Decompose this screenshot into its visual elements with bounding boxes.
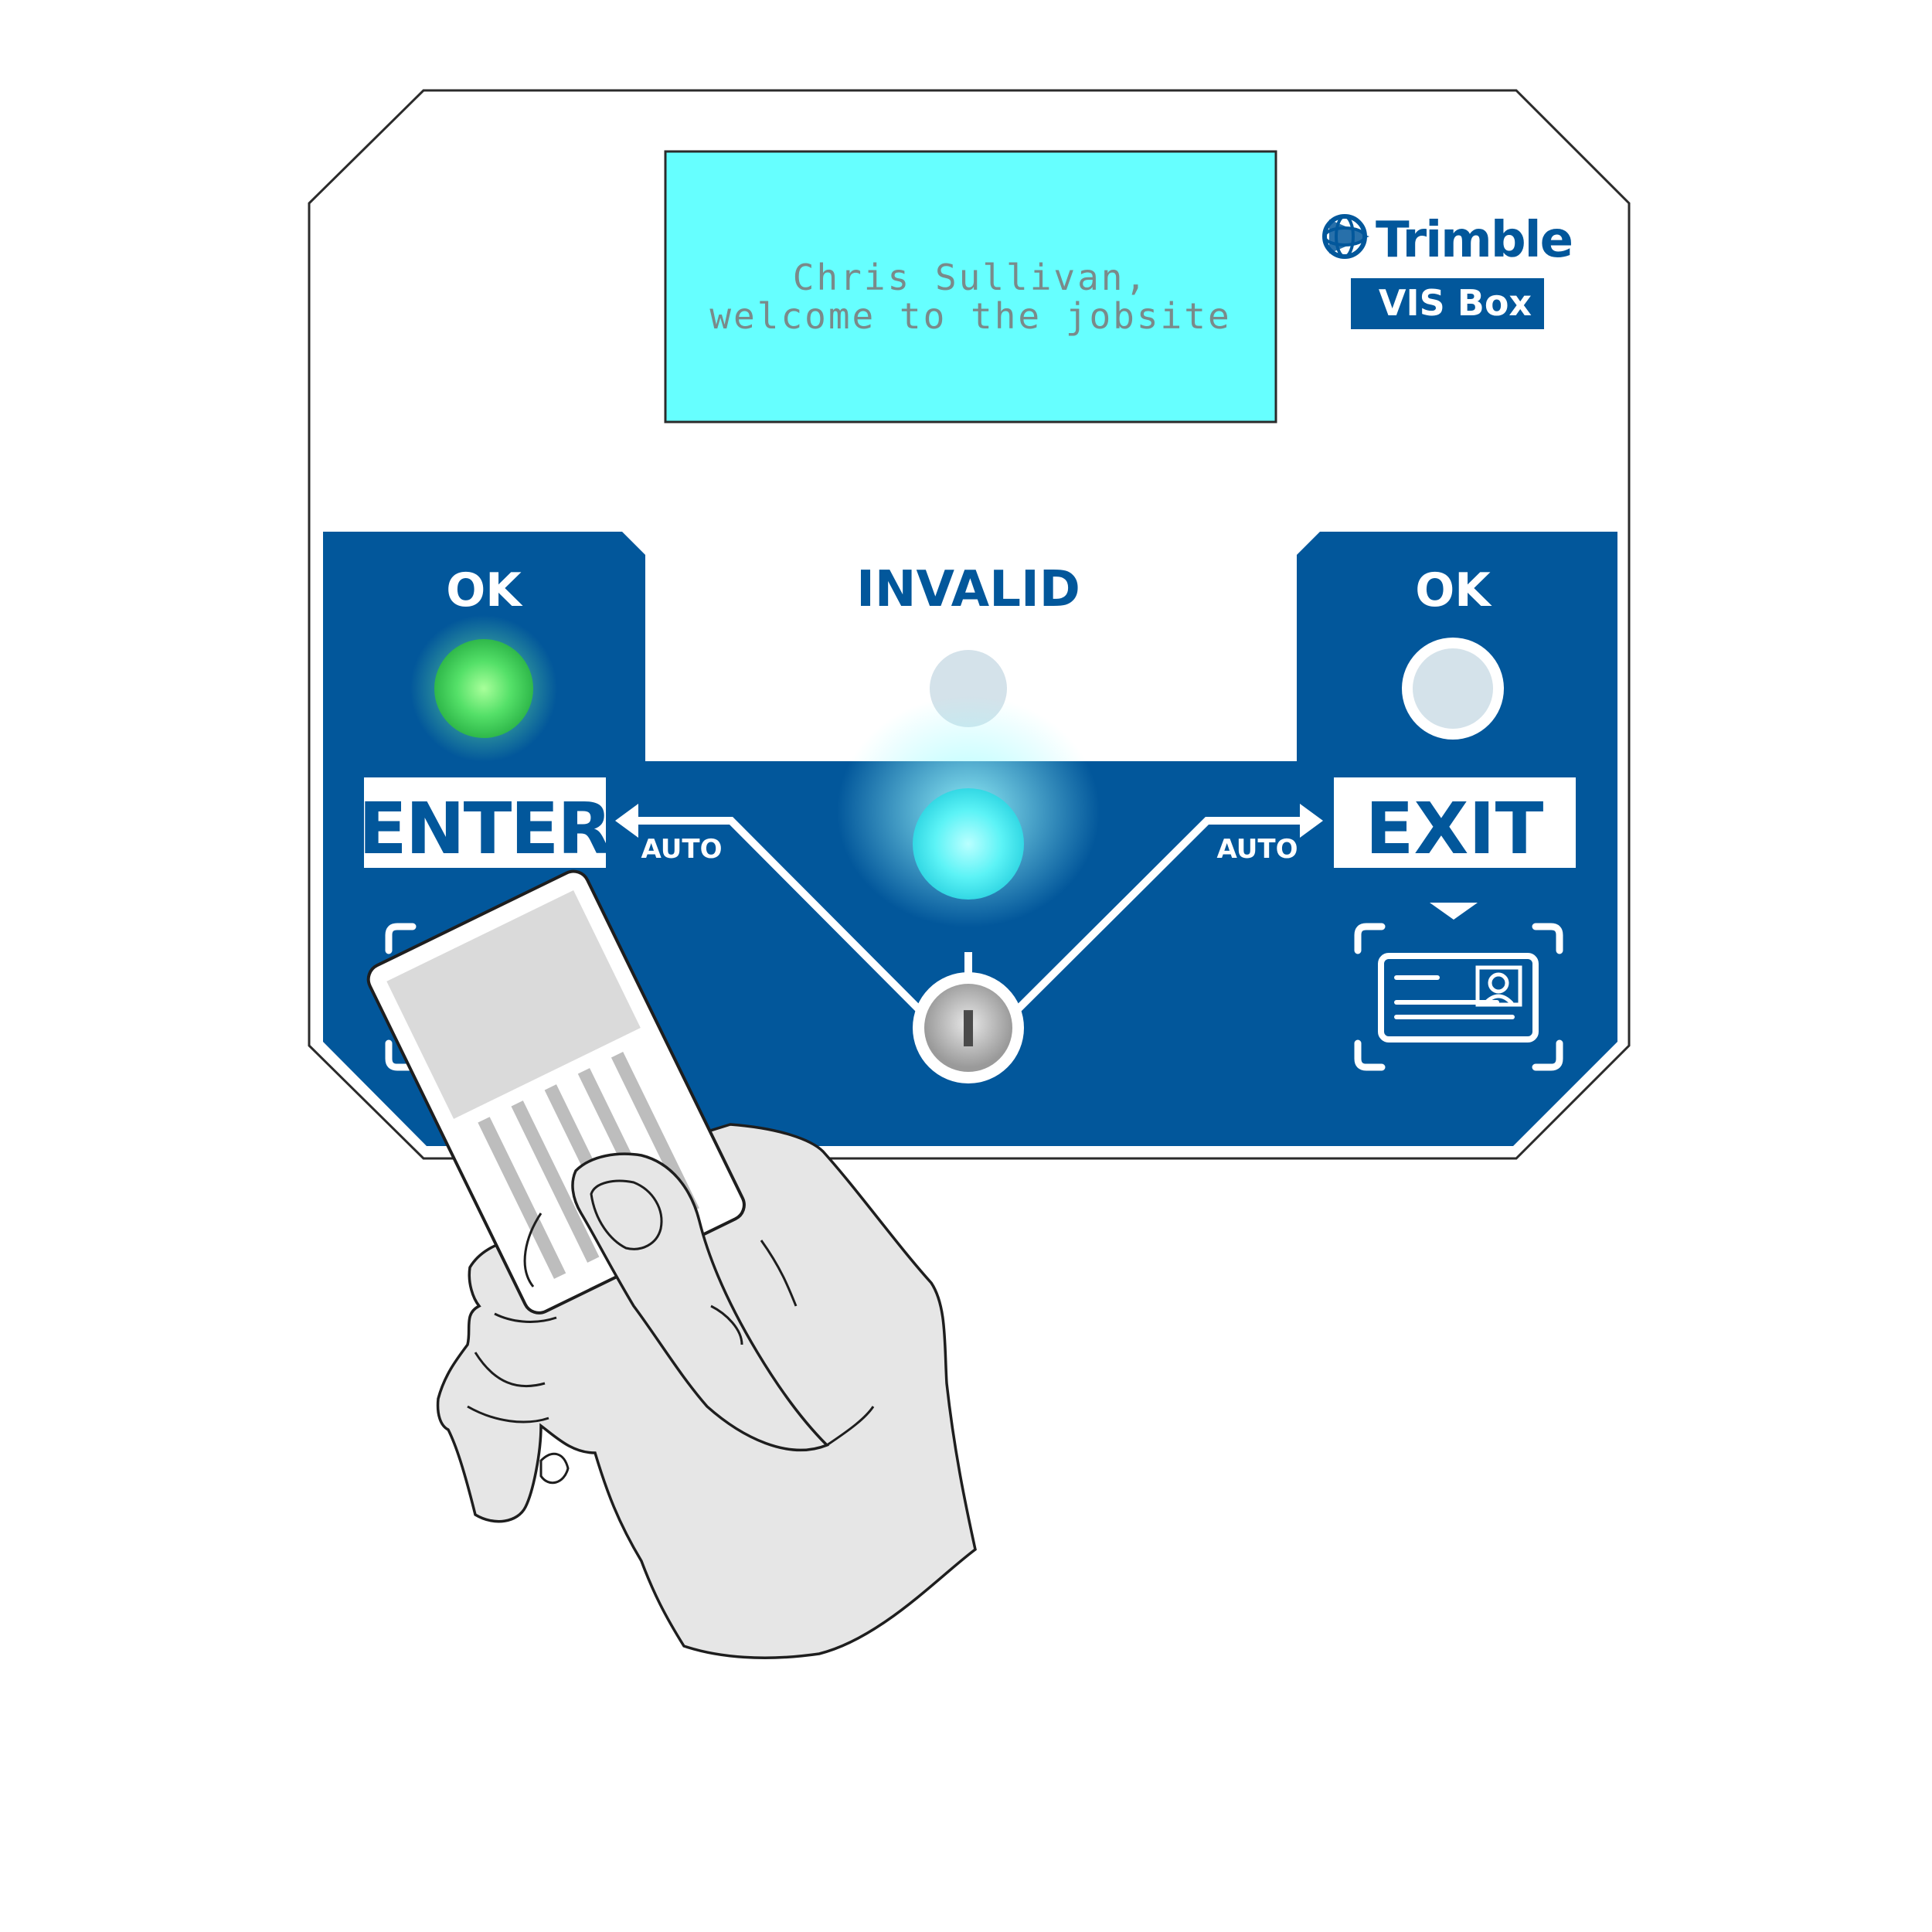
id-card-scan-icon (1354, 923, 1563, 1071)
enter-auto-label: AUTO (641, 834, 723, 865)
enter-card-reader[interactable] (385, 923, 417, 1071)
lcd-display: Chris Sullivan, welcome to the jobsite (664, 150, 1277, 423)
chevron-down-icon (1430, 903, 1478, 920)
enter-button[interactable]: ENTER (359, 777, 612, 870)
center-led (837, 696, 1100, 927)
enter-ok-label: OK (446, 563, 523, 617)
product-name: VIS Box (1379, 282, 1532, 324)
display-line-2: welcome to the jobsite (709, 295, 1231, 337)
selector-knob[interactable]: I (913, 952, 1024, 1083)
brand-name: Trimble (1376, 212, 1572, 269)
exit-auto-arrowhead (1300, 804, 1323, 838)
exit-ok-label: OK (1415, 563, 1492, 617)
finger-folds (467, 1213, 875, 1485)
brand-logo: Trimble VIS Box (1322, 212, 1573, 329)
exit-button-label: EXIT (1366, 787, 1544, 870)
exit-ok-led (1402, 638, 1504, 740)
exit-button[interactable]: EXIT (1334, 777, 1576, 870)
enter-ok-led (410, 615, 557, 762)
auto-selector-lines (630, 817, 1308, 1017)
selector-mark: I (959, 1002, 978, 1059)
enter-auto-arrowhead (615, 804, 638, 838)
trimble-globe-icon (1322, 214, 1369, 259)
invalid-label: INVALID (856, 561, 1080, 618)
exit-auto-label: AUTO (1217, 834, 1298, 865)
product-badge (1351, 278, 1544, 329)
thumb-nail (590, 1179, 663, 1250)
display-line-1: Chris Sullivan, (793, 257, 1148, 298)
enter-button-label: ENTER (359, 787, 611, 870)
hand-holding-card-icon (366, 869, 977, 1659)
exit-card-reader[interactable] (1354, 903, 1563, 1071)
